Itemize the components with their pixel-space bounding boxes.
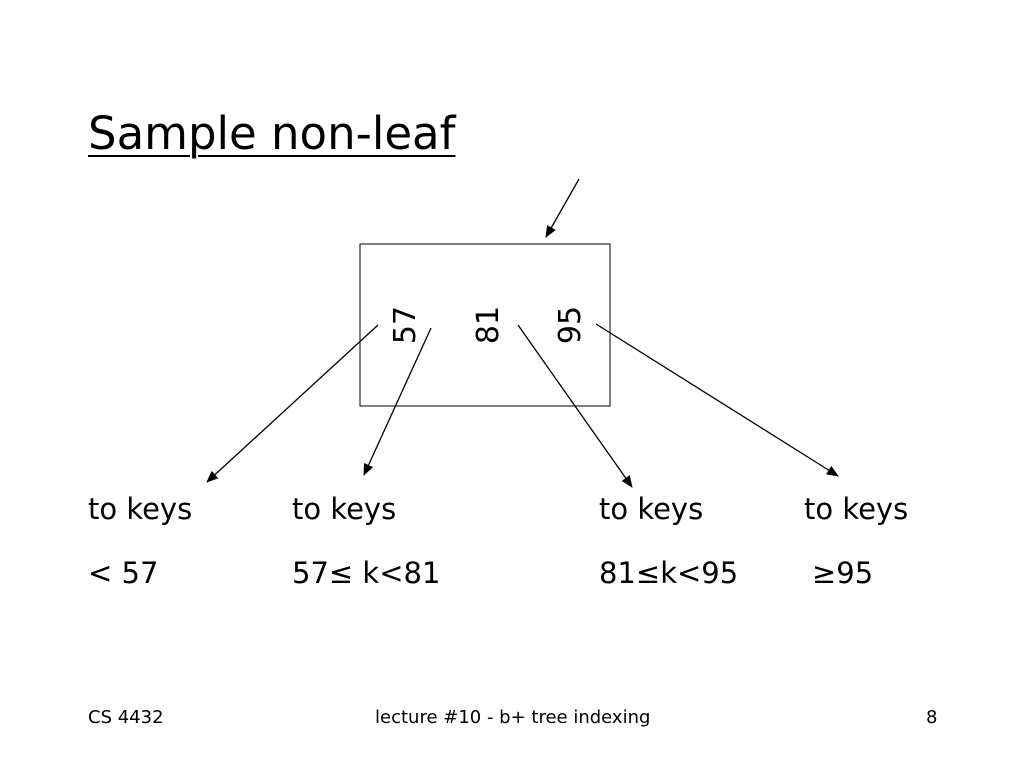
footer-course: CS 4432 xyxy=(88,707,164,728)
non-leaf-node-box xyxy=(359,243,611,407)
label-3-line1: to keys xyxy=(599,492,704,526)
label-4-line2: ≥95 xyxy=(812,556,874,590)
footer-lecture-title: lecture #10 - b+ tree indexing xyxy=(375,707,651,728)
pointer-arrow-ge-95 xyxy=(595,323,839,477)
node-key-95: 95 xyxy=(553,306,588,344)
node-key-57: 57 xyxy=(388,306,423,344)
incoming-pointer-arrow xyxy=(545,178,580,238)
footer-page-number: 8 xyxy=(926,707,938,728)
label-2-line2: 57≤ k<81 xyxy=(292,556,441,590)
label-1-line1: to keys xyxy=(88,492,193,526)
pointer-arrow-less-57 xyxy=(206,324,379,483)
pointer-arrow-81-to-95 xyxy=(517,324,633,488)
node-key-81: 81 xyxy=(471,306,506,344)
pointer-arrow-57-to-81 xyxy=(363,327,432,476)
label-1-line2: < 57 xyxy=(88,556,159,590)
label-3-line2: 81≤k<95 xyxy=(599,556,739,590)
label-2-line1: to keys xyxy=(292,492,397,526)
label-4-line1: to keys xyxy=(804,492,909,526)
slide-title: Sample non-leaf xyxy=(88,107,456,160)
